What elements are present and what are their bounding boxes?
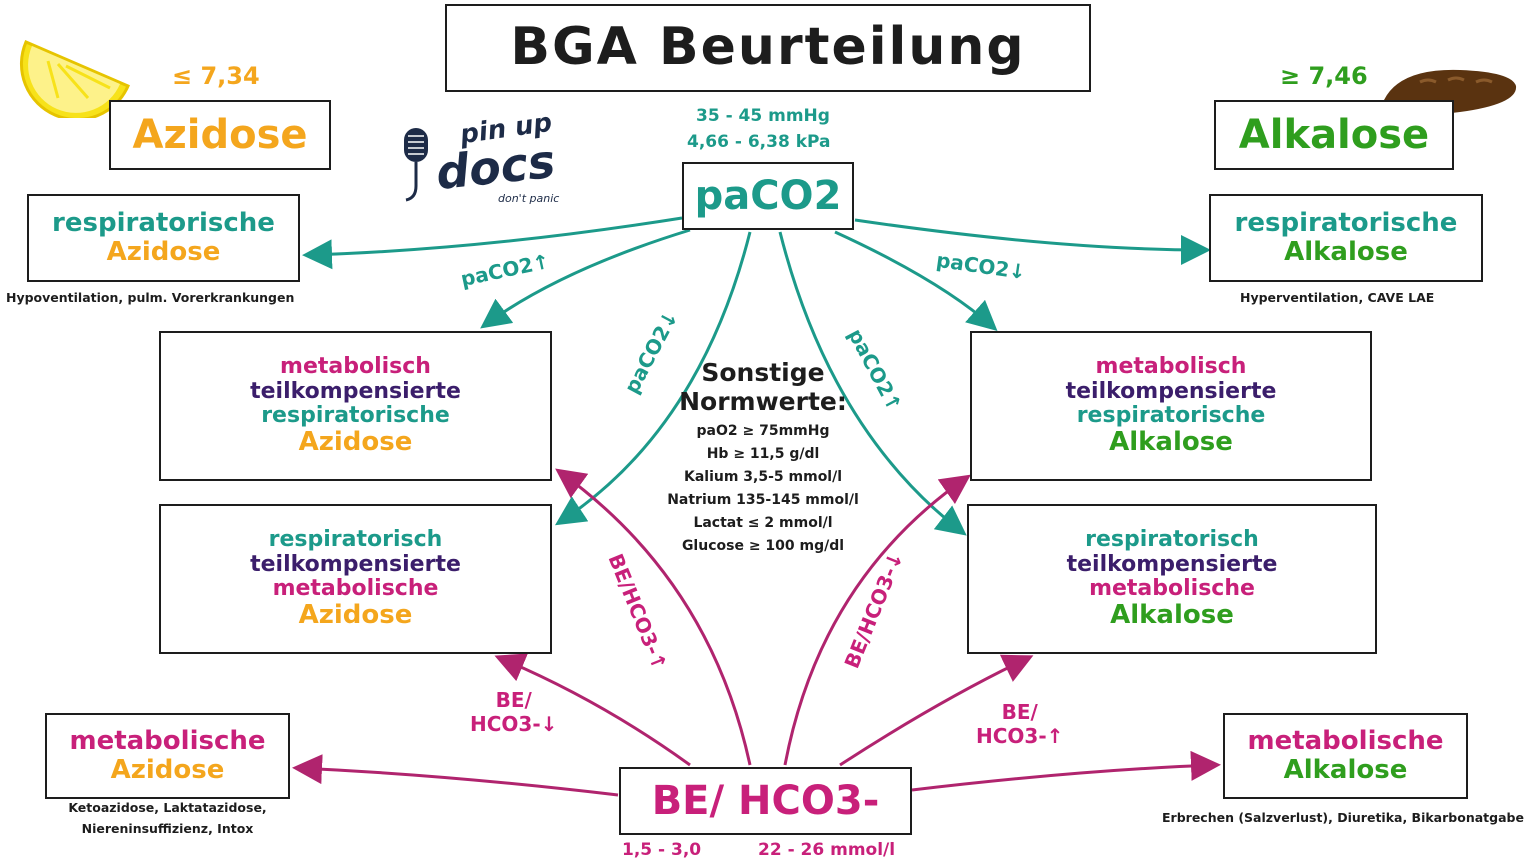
normwert-item: Glucose ≥ 100 mg/dl xyxy=(681,538,845,555)
resp-azidose-note: Hypoventilation, pulm. Vorerkrankungen xyxy=(6,290,295,305)
arrow-be-to-met-teilkomp-alkalose xyxy=(783,474,971,766)
arrow-paco2-to-resp-teilkomp-azidose xyxy=(554,231,752,526)
met-teilkomp-resp-alkalose-box: metabolisch teilkompensierte respiratori… xyxy=(970,331,1372,481)
azidose-label: Azidose xyxy=(132,112,308,158)
lemon-icon xyxy=(19,40,130,118)
arrow-paco2-to-resp-azidose xyxy=(302,216,683,270)
arrow-be-to-met-teilkomp-azidose xyxy=(555,468,752,766)
paco2-range-kpa: 4,66 - 6,38 kPa xyxy=(687,132,831,152)
arrow-be-to-resp-teilkomp-azidose xyxy=(494,653,691,767)
arrow-paco2-to-resp-teilkomp-alkalose xyxy=(778,231,967,536)
resp-alkalose-line1: respiratorische xyxy=(1234,208,1458,239)
alkalose-box: Alkalose xyxy=(1214,100,1454,170)
arrow-be-to-met-alkalose xyxy=(911,750,1221,792)
title-box: BGA Beurteilung xyxy=(445,4,1091,92)
mtra-line4: Azidose xyxy=(298,426,413,457)
be-hco3-box: BE/ HCO3- xyxy=(619,767,912,835)
microphone-icon xyxy=(404,128,428,202)
sonstige-title2: Normwerte: xyxy=(679,387,847,416)
azidose-box: Azidose xyxy=(109,100,331,170)
arrow-paco2-to-met-teilkomp-alkalose xyxy=(834,230,998,331)
arrow-be-to-met-azidose xyxy=(292,754,619,797)
resp-teilkomp-met-alkalose-box: respiratorisch teilkompensierte metaboli… xyxy=(967,504,1377,654)
met-azidose-line1: metabolische xyxy=(69,726,266,757)
arrow-be-to-resp-teilkomp-alkalose xyxy=(839,654,1034,767)
be-range: 1,5 - 3,0 xyxy=(622,840,702,860)
met-alkalose-line2: Alkalose xyxy=(1283,755,1408,785)
page-title: BGA Beurteilung xyxy=(510,17,1026,78)
resp-teilkomp-met-azidose-box: respiratorisch teilkompensierte metaboli… xyxy=(159,504,552,654)
met-alkalose-line1: metabolische xyxy=(1247,726,1444,757)
paco2-label: paCO2 xyxy=(694,173,842,219)
met-azidose-box: metabolische Azidose xyxy=(45,713,290,799)
label-be-up-right-1: BE/ xyxy=(1001,700,1038,724)
label-be-up-right: BE/ HCO3-↑ xyxy=(976,700,1063,748)
normwert-item: Kalium 3,5-5 mmol/l xyxy=(683,469,843,486)
normwert-item: Hb ≥ 11,5 g/dl xyxy=(706,446,820,463)
rtma-line1: respiratorisch xyxy=(268,527,443,553)
label-be-down-left: BE/ HCO3-↓ xyxy=(470,688,557,736)
label-be-down-left-2: HCO3-↓ xyxy=(470,712,558,736)
azidose-threshold: ≤ 7,34 xyxy=(172,62,260,90)
met-azidose-note1: Ketoazidose, Laktatazidose, xyxy=(68,800,267,815)
rtml-line3: metabolische xyxy=(1089,575,1255,601)
alkalose-label: Alkalose xyxy=(1238,112,1430,158)
be-hco3-label: BE/ HCO3- xyxy=(651,778,880,824)
paco2-range-mmhg: 35 - 45 mmHg xyxy=(696,106,830,126)
mtrl-line1: metabolisch xyxy=(1095,354,1247,380)
mtrl-line4: Alkalose xyxy=(1109,426,1233,457)
logo-line2: docs xyxy=(433,133,558,201)
resp-alkalose-box: respiratorische Alkalose xyxy=(1209,194,1483,282)
met-teilkomp-resp-azidose-box: metabolisch teilkompensierte respiratori… xyxy=(159,331,552,481)
label-be-down-left-1: BE/ xyxy=(495,688,532,712)
logo: pin up docs don't panic xyxy=(398,108,568,217)
met-azidose-note: Ketoazidose, Laktatazidose, Niereninsuff… xyxy=(45,800,290,836)
rtml-line2: teilkompensierte xyxy=(1066,551,1278,577)
hco3-range: 22 - 26 mmol/l xyxy=(758,840,896,860)
label-be-up-right-2: HCO3-↑ xyxy=(976,724,1064,748)
mtra-line2: teilkompensierte xyxy=(250,378,461,404)
arrow-paco2-to-resp-alkalose xyxy=(854,218,1211,265)
rtma-line2: teilkompensierte xyxy=(250,551,461,577)
logo-line3: don't panic xyxy=(498,192,560,205)
normwert-item: Lactat ≤ 2 mmol/l xyxy=(693,515,833,532)
rtma-line4: Azidose xyxy=(298,599,413,630)
sonstige-normwerte: Sonstige Normwerte: paO2 ≥ 75mmHg Hb ≥ 1… xyxy=(630,358,896,559)
resp-azidose-line2: Azidose xyxy=(106,237,221,267)
resp-azidose-box: respiratorische Azidose xyxy=(27,194,300,282)
mtrl-line3: respiratorische xyxy=(1076,402,1266,428)
normwert-item: Natrium 135-145 mmol/l xyxy=(667,492,859,509)
alkalose-threshold: ≥ 7,46 xyxy=(1280,62,1368,90)
mtra-line1: metabolisch xyxy=(280,354,431,380)
normwert-item: paO2 ≥ 75mmHg xyxy=(696,423,830,439)
rtml-line1: respiratorisch xyxy=(1085,527,1259,553)
mtra-line3: respiratorische xyxy=(261,402,450,428)
paco2-box: paCO2 xyxy=(682,162,854,230)
met-alkalose-box: metabolische Alkalose xyxy=(1223,713,1468,799)
met-alkalose-note: Erbrechen (Salzverlust), Diuretika, Bika… xyxy=(1162,810,1524,825)
resp-alkalose-line2: Alkalose xyxy=(1284,237,1408,267)
resp-alkalose-note: Hyperventilation, CAVE LAE xyxy=(1240,290,1435,305)
rtml-line4: Alkalose xyxy=(1110,599,1234,630)
sonstige-title1: Sonstige xyxy=(701,358,825,387)
mtrl-line2: teilkompensierte xyxy=(1065,378,1277,404)
met-azidose-note2: Niereninsuffizienz, Intox xyxy=(81,821,254,836)
rtma-line3: metabolische xyxy=(272,575,439,601)
met-azidose-line2: Azidose xyxy=(110,755,225,785)
arrow-paco2-to-met-teilkomp-azidose xyxy=(480,228,691,329)
resp-azidose-line1: respiratorische xyxy=(52,208,275,239)
